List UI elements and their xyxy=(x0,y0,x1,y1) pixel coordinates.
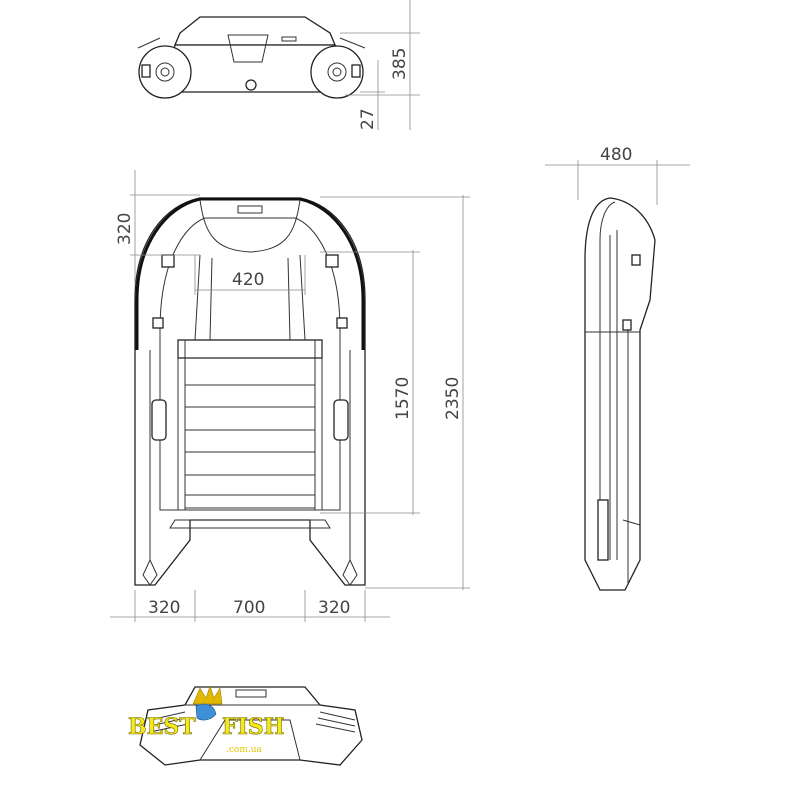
side-view xyxy=(584,197,656,591)
logo-domain: .com.ua xyxy=(226,745,263,755)
perspective-view xyxy=(139,686,363,766)
top-view xyxy=(134,197,366,586)
front-view xyxy=(137,16,366,99)
dim-700: 700 xyxy=(233,598,265,618)
floor-slats xyxy=(177,340,323,510)
bestfish-logo: BEST FISH .com.ua xyxy=(128,685,285,755)
dim-2350: 2350 xyxy=(443,377,463,420)
dim-1570: 1570 xyxy=(393,377,413,420)
dimension-lines xyxy=(110,0,690,622)
dim-27: 27 xyxy=(358,108,378,130)
dim-bow-320: 320 xyxy=(115,213,135,245)
dim-480: 480 xyxy=(600,145,632,165)
logo-best: BEST xyxy=(128,714,196,740)
dim-right-320: 320 xyxy=(318,598,350,618)
dim-385: 385 xyxy=(390,48,410,80)
dimension-labels: 385 27 480 320 420 1570 2350 320 700 320 xyxy=(115,48,632,618)
dim-420: 420 xyxy=(232,270,264,290)
dim-left-320: 320 xyxy=(148,598,180,618)
logo-fish: FISH xyxy=(222,714,285,740)
